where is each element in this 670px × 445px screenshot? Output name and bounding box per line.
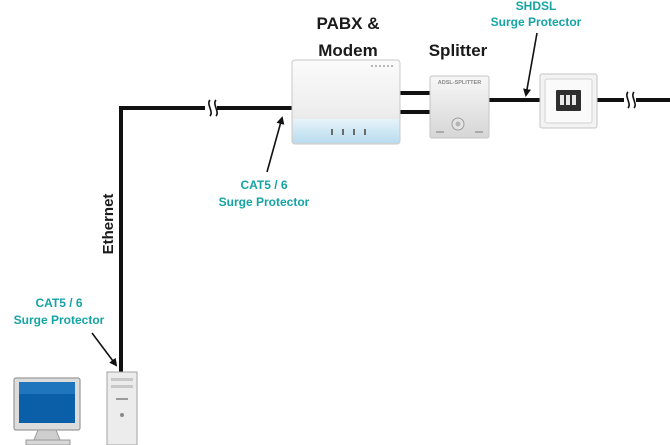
cat-left-callout-arrow — [91, 332, 118, 367]
shdsl-label-line1: SHDSL — [516, 0, 557, 13]
callout-arrows — [91, 32, 538, 367]
break-marks — [205, 91, 636, 117]
cat-left-label-line1: CAT5 / 6 — [35, 296, 82, 310]
break-mark-ethernet — [205, 99, 218, 117]
shdsl-label-line2: Surge Protector — [491, 15, 582, 29]
cat-mid-label-line2: Surge Protector — [219, 195, 310, 209]
pc-tower-icon — [106, 371, 138, 445]
pabx-label-line1: PABX & — [317, 14, 380, 33]
shdsl-callout-arrow — [523, 32, 538, 97]
ethernet-label: Ethernet — [100, 194, 117, 255]
pabx-modem-icon — [291, 59, 401, 145]
cat-mid-callout-arrow — [266, 116, 285, 173]
shdsl-protector-icon — [539, 73, 598, 129]
cat-mid-label-line1: CAT5 / 6 — [240, 178, 287, 192]
adsl-splitter-label: ADSL-SPLITTER — [438, 80, 481, 86]
pabx-label-line2: Modem — [318, 41, 378, 60]
splitter-icon: ADSL-SPLITTER — [429, 75, 490, 139]
break-mark-line — [624, 91, 636, 109]
monitor-icon — [13, 377, 81, 445]
splitter-label: Splitter — [429, 41, 488, 60]
cat-left-label-line2: Surge Protector — [14, 313, 105, 327]
